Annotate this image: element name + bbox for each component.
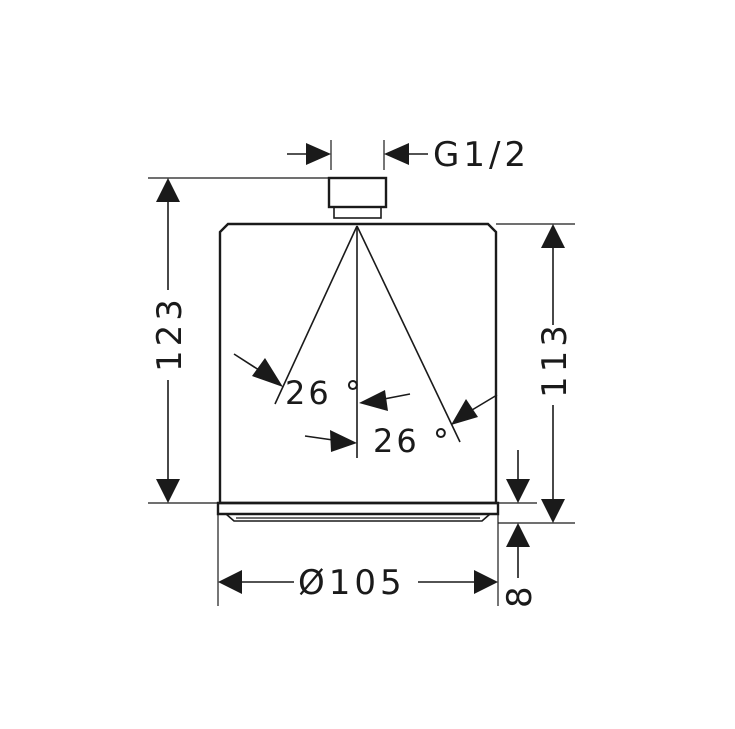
connector-neck: [333, 206, 382, 219]
diameter-label: Ø105: [298, 563, 406, 603]
height-total-dimension: 123: [148, 177, 329, 504]
thread-label: G1/2: [433, 135, 530, 175]
depth-arrow-up-icon: [506, 523, 530, 547]
connector-nut: [327, 176, 388, 209]
left-spray-line: [274, 225, 358, 405]
thread-arrow-right-icon: [384, 143, 409, 165]
angle-right-leader-outer: [471, 394, 498, 411]
thread-dimension: G1/2: [287, 135, 530, 175]
depth-label: 8: [500, 582, 540, 608]
angle-left-label: 26 °: [285, 374, 364, 412]
spray-angle-lines: [274, 225, 461, 458]
angle-left-leader-inner: [383, 393, 411, 400]
height-body-dimension: 113: [496, 223, 575, 524]
diameter-arrow-right-icon: [474, 570, 498, 594]
height-body-arrow-down-icon: [541, 499, 565, 523]
angle-right-label: 26 °: [373, 422, 452, 460]
height-total-label: 123: [150, 295, 190, 372]
diameter-arrow-left-icon: [218, 570, 242, 594]
height-total-arrow-up-icon: [156, 178, 180, 202]
height-body-arrow-up-icon: [541, 224, 565, 248]
thread-arrow-left-icon: [306, 143, 331, 165]
height-body-label: 113: [535, 321, 575, 398]
spray-face-depth-dimension: 8: [500, 450, 540, 608]
diameter-dimension: Ø105: [217, 514, 499, 606]
angle-left-arrow-outer-icon: [252, 358, 283, 387]
height-total-arrow-down-icon: [156, 479, 180, 503]
angle-left-arrow-inner-icon: [359, 390, 388, 411]
spray-face-ring: [216, 501, 500, 516]
angle-right-arrow-outer-icon: [451, 399, 478, 425]
right-spray-line: [356, 225, 461, 443]
spray-face-disc: [225, 513, 491, 522]
angle-right-arrow-inner-icon: [330, 430, 357, 452]
angle-right-leader-inner: [304, 435, 334, 441]
angle-annotations: 26 ° 26 °: [233, 353, 498, 460]
depth-arrow-down-icon: [506, 479, 530, 503]
